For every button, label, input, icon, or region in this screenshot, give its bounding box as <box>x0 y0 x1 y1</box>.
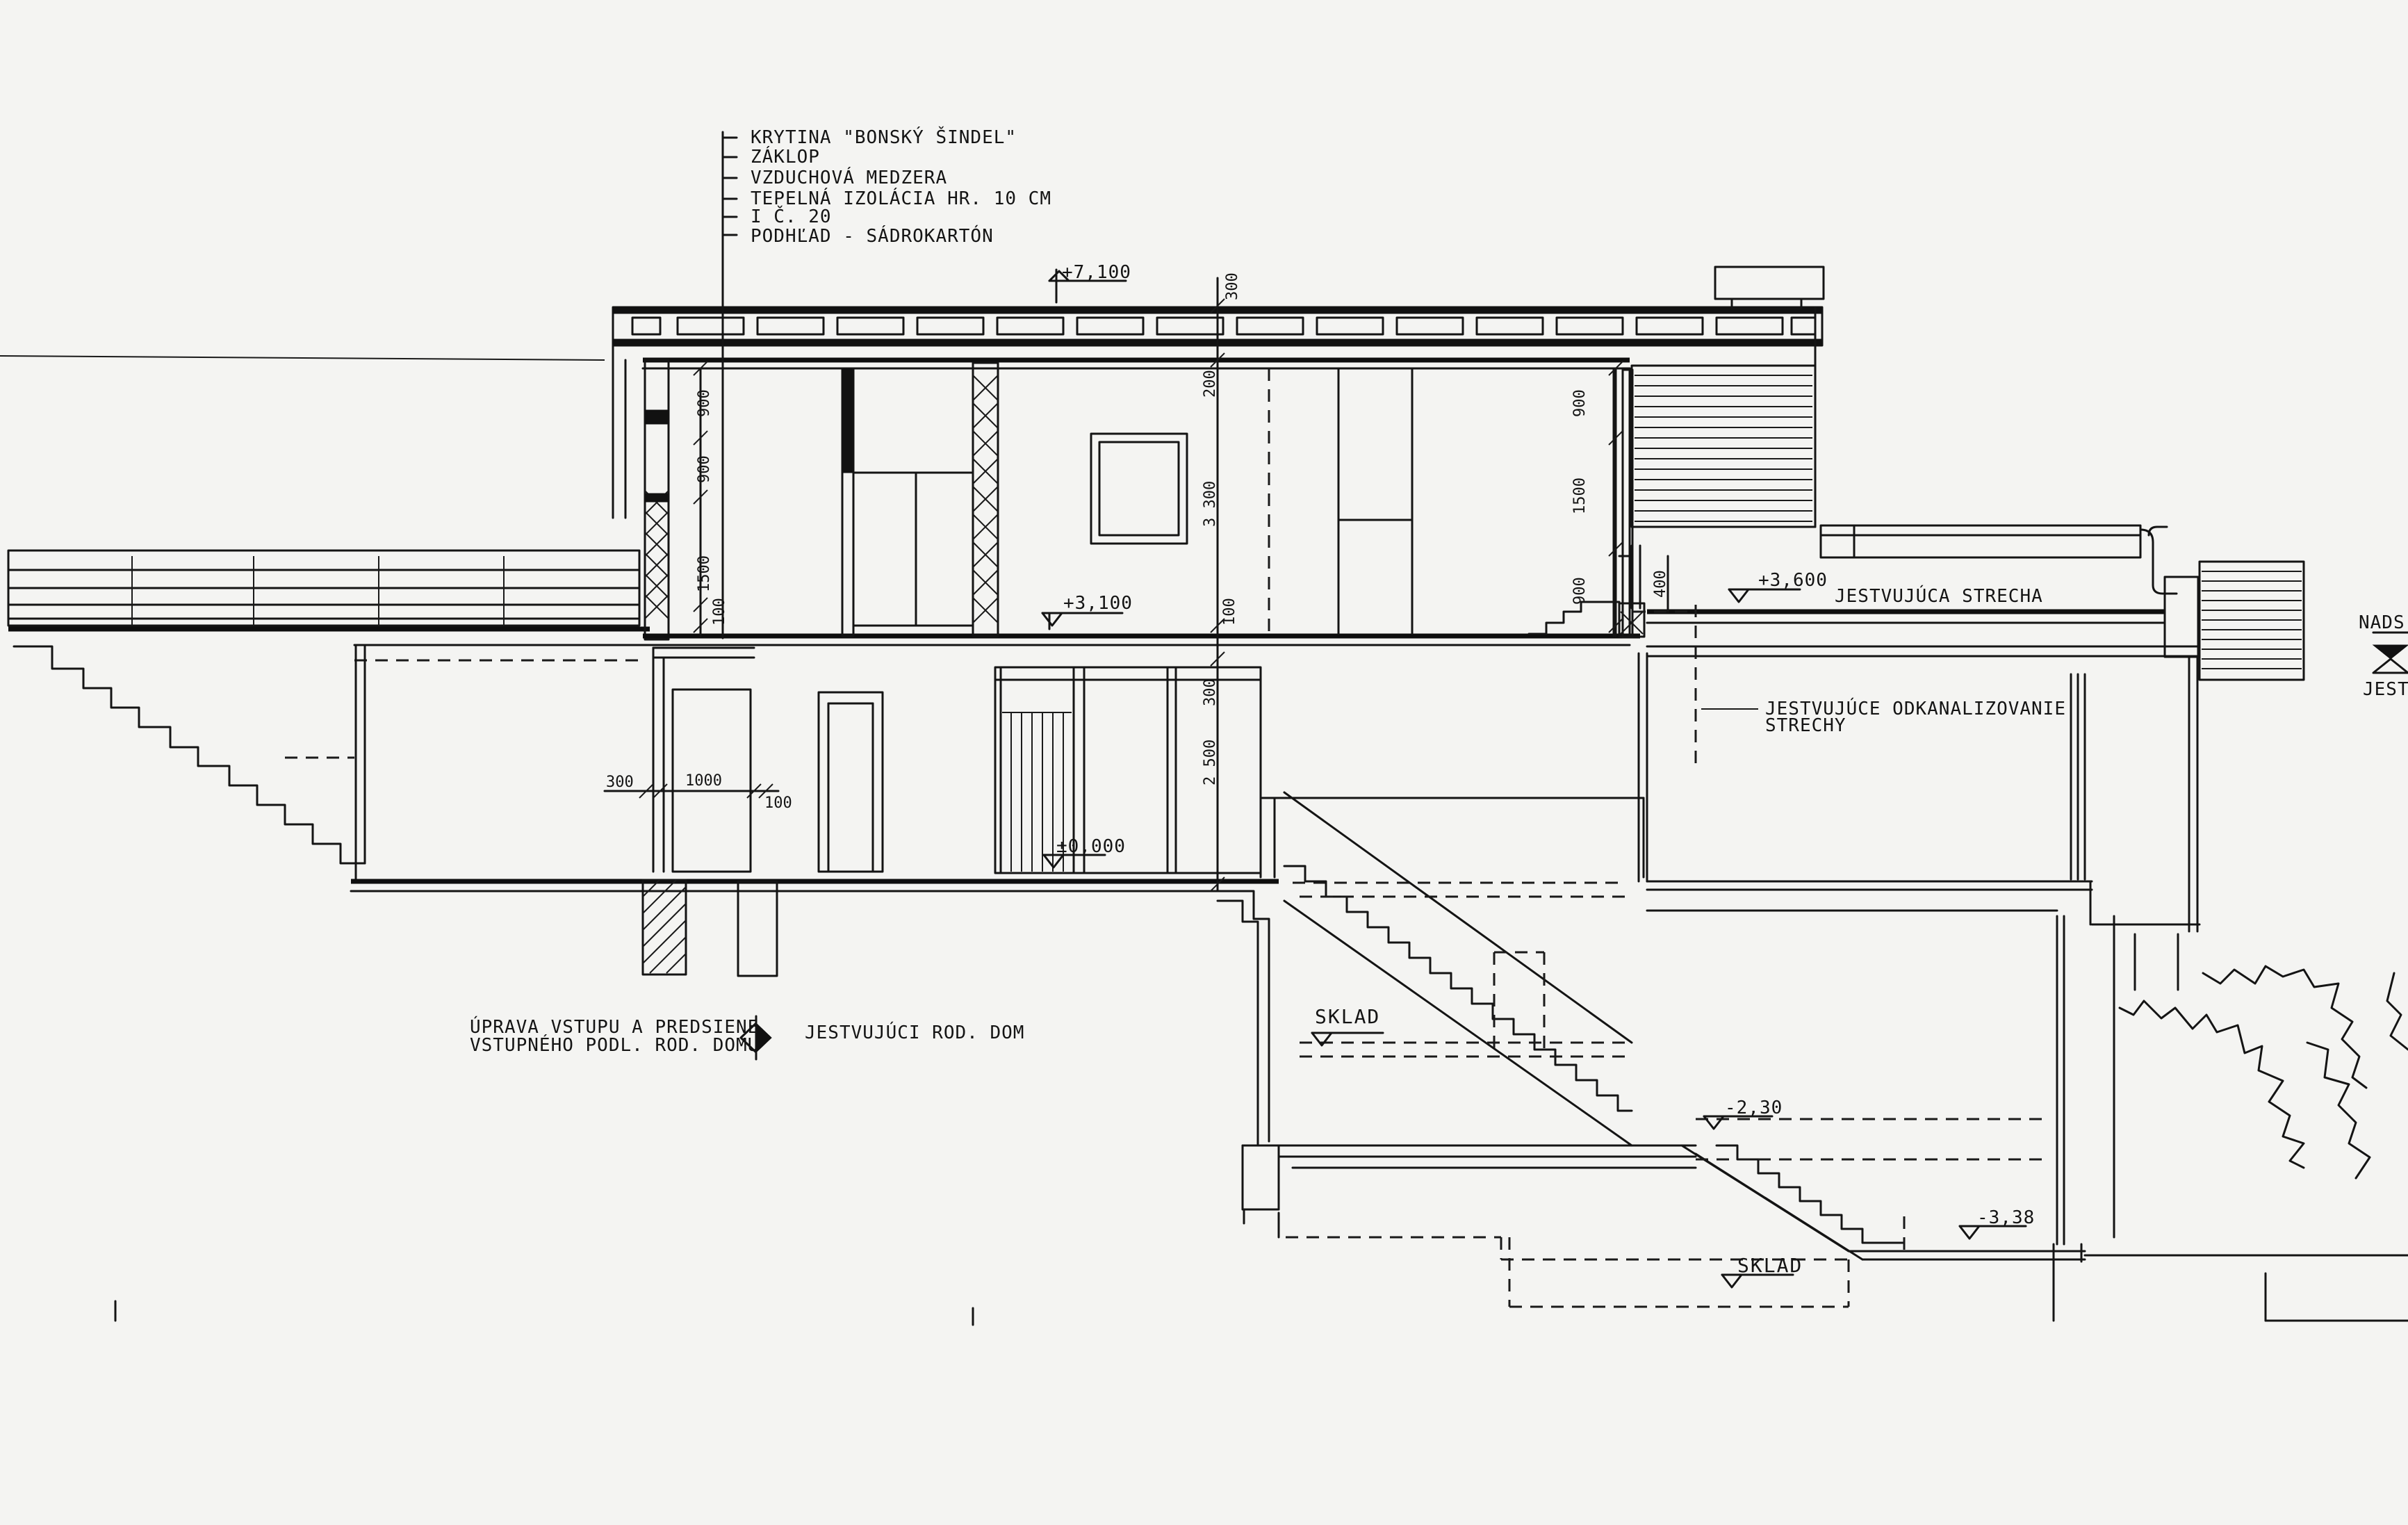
level-labels: +7,100 +3,100 +3,600 ±0,000 -2,30 -3,38 <box>1056 262 2035 1228</box>
dimension-labels: 300 200 3 300 900 900 1500 100 900 1500 … <box>606 272 1669 812</box>
left-terrain <box>0 355 650 865</box>
roof-layer-3: VZDUCHOVÁ MEDZERA <box>751 166 947 188</box>
label-existing-house: JESTVUJÚCI ROD. DOM <box>805 1021 1024 1043</box>
label-drainage-1: JESTVUJÚCE ODKANALIZOVANIE <box>1765 697 2066 719</box>
label-drainage-2: STRECHY <box>1765 715 1846 736</box>
dimension-lines <box>603 277 1669 892</box>
label-edge-2: JEST <box>2363 679 2408 700</box>
roof-layer-6: PODHĽAD - SÁDROKARTÓN <box>751 225 994 247</box>
dim-1000: 1000 <box>685 772 722 790</box>
level-basement-2: -3,38 <box>1977 1207 2035 1228</box>
dim-100-small: 100 <box>764 794 792 812</box>
vegetation <box>2118 965 2408 1180</box>
level-existing-roof: +3,600 <box>1758 570 1828 591</box>
section-marks <box>114 131 2408 1326</box>
dim-200: 200 <box>1202 370 1219 398</box>
left-wall-hatch <box>644 490 669 619</box>
label-existing-roof: JESTVUJÚCA STRECHA <box>1835 585 2043 607</box>
label-entrance-note-1: ÚPRAVA VSTUPU A PREDSIENE <box>470 1016 759 1038</box>
annotations: JESTVUJÚCA STRECHA JESTVUJÚCE ODKANALIZO… <box>470 585 2408 1277</box>
small-hatch <box>1620 611 1644 635</box>
dim-300-left: 300 <box>606 774 634 791</box>
level-basement-1: -2,30 <box>1725 1098 1783 1118</box>
dim-100-left: 100 <box>711 598 728 626</box>
door-grille <box>1002 712 1072 872</box>
dim-1500-right: 1500 <box>1571 478 1589 514</box>
roof-joists <box>631 316 1817 336</box>
roof-layer-4: TEPELNÁ IZOLÁCIA HR. 10 CM <box>751 187 1051 209</box>
foundation-hatch <box>642 879 687 974</box>
dim-900-right-top: 900 <box>1571 389 1589 417</box>
roof-layer-callout: KRYTINA "BONSKÝ ŠINDEL" ZÁKLOP VZDUCHOVÁ… <box>751 126 1051 247</box>
level-first-floor: +3,100 <box>1063 593 1133 614</box>
dim-400: 400 <box>1652 570 1669 598</box>
dim-900-right-low: 900 <box>1571 577 1589 605</box>
roof-layer-1: KRYTINA "BONSKÝ ŠINDEL" <box>751 126 1017 148</box>
label-storage-lower: SKLAD <box>1737 1254 1803 1277</box>
dim-3300: 3 300 <box>1202 481 1219 527</box>
roof-layer-5: I Č. 20 <box>751 205 832 227</box>
dim-1500-left: 1500 <box>696 555 713 592</box>
right-louvre <box>2202 571 2302 669</box>
dim-900-b: 900 <box>696 455 713 483</box>
level-markers <box>1041 268 2027 1289</box>
level-roof-top: +7,100 <box>1062 262 1131 283</box>
level-ground: ±0,000 <box>1056 836 1126 857</box>
dim-300-top: 300 <box>1224 272 1241 300</box>
label-storage-upper: SKLAD <box>1315 1005 1380 1028</box>
dim-2500: 2 500 <box>1202 740 1219 785</box>
louvre-slats <box>1635 375 1812 522</box>
dim-900-a: 900 <box>696 389 713 417</box>
dim-100-mid: 100 <box>1221 598 1238 626</box>
dim-300-mid: 300 <box>1202 678 1219 706</box>
basement <box>1216 791 2408 1322</box>
ground-floor <box>350 644 2093 977</box>
label-edge-1: NADS <box>2359 612 2405 633</box>
roof-layer-2: ZÁKLOP <box>751 145 820 168</box>
existing-roof <box>1633 524 2305 1246</box>
column-hatch <box>972 375 999 623</box>
label-entrance-note-2: VSTUPNÉHO PODL. ROD. DOMU <box>470 1034 759 1056</box>
